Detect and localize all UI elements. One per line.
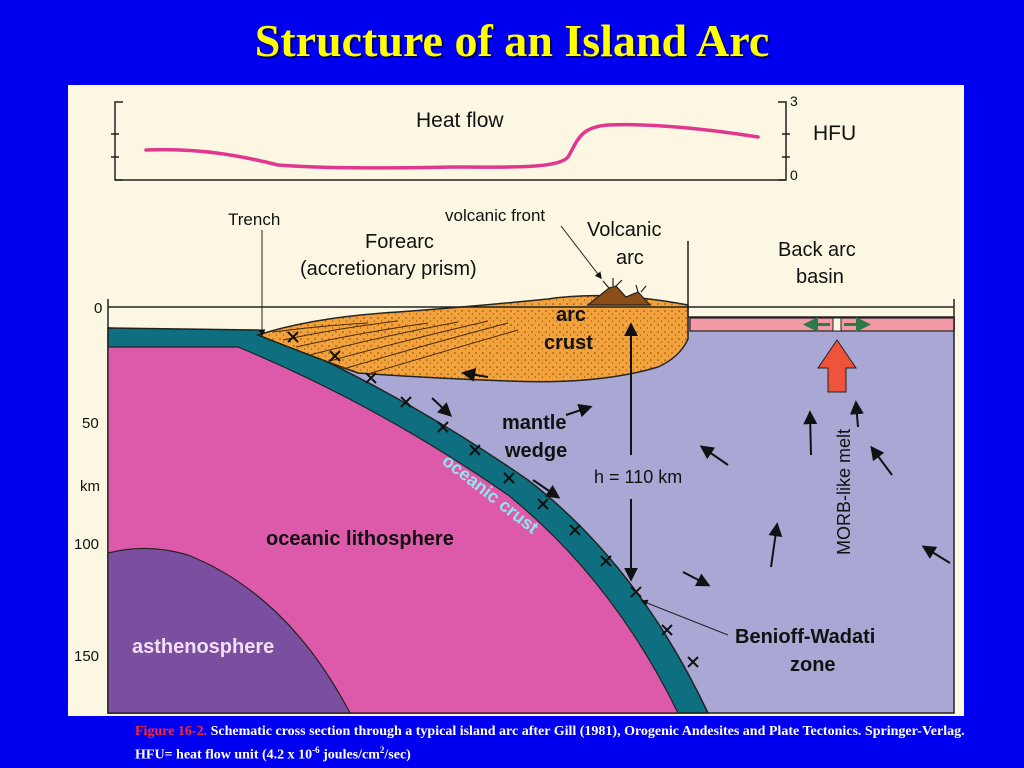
oceanic-lithosphere-label: oceanic lithosphere	[266, 528, 454, 550]
trench-label: Trench	[228, 210, 280, 229]
leader-lines	[258, 225, 729, 636]
figure-caption: Figure 16-2. Schematic cross section thr…	[135, 722, 965, 765]
figure-reference: Figure 16-2.	[135, 724, 208, 739]
depth-tick-50: 50	[82, 415, 99, 432]
back-arc-sublabel: basin	[796, 266, 844, 288]
depth-axis-unit: km	[80, 478, 100, 495]
depth-tick-0: 0	[94, 300, 102, 317]
caption-text-1: Schematic cross section through a typica…	[135, 724, 965, 763]
mantle-flow-arrows	[431, 367, 951, 587]
morb-melt-label: MORB-like melt	[834, 429, 854, 555]
heat-flow-scale-max: 3	[790, 93, 798, 109]
volcanic-arc-sublabel: arc	[616, 247, 644, 269]
caption-exponent-2: 2	[379, 745, 385, 755]
heat-flow-scale-min: 0	[790, 167, 798, 183]
depth-h-label: h = 110 km	[594, 467, 682, 487]
accretionary-prism-thrusts	[272, 320, 519, 375]
island-arc-diagram: Heat flow 3 0 HFU	[68, 85, 964, 716]
arc-crust-sublabel: crust	[544, 332, 593, 354]
morb-melt-arrow	[817, 339, 857, 393]
depth-tick-100: 100	[74, 536, 99, 553]
slide-title: Structure of an Island Arc	[254, 15, 770, 66]
heat-flow-title: Heat flow	[416, 109, 504, 132]
heat-flow-curve	[144, 122, 760, 170]
benioff-zone-sublabel: zone	[790, 654, 836, 676]
depth-axis: 0 50 km 100 150	[74, 300, 102, 665]
back-arc-label: Back arc	[778, 239, 856, 261]
caption-text-2: joules/cm	[319, 747, 380, 763]
volcanic-arc-label: Volcanic	[587, 219, 662, 241]
volcanoes	[586, 278, 652, 306]
benioff-zone-label: Benioff-Wadati	[735, 626, 875, 648]
heat-flow-panel: Heat flow 3 0 HFU	[111, 93, 856, 183]
arc-crust-label: arc	[556, 304, 586, 326]
forearc-sublabel: (accretionary prism)	[300, 258, 477, 280]
asthenosphere-label: asthenosphere	[132, 636, 274, 658]
caption-text-3: /sec)	[384, 747, 411, 763]
benioff-earthquakes	[287, 331, 699, 668]
volcanic-front-label: volcanic front	[445, 206, 545, 225]
surface-line	[107, 241, 955, 331]
caption-exponent-1: -6	[312, 745, 320, 755]
depth-tick-150: 150	[74, 648, 99, 665]
forearc-label: Forearc	[365, 231, 434, 253]
asthenosphere-region	[107, 547, 351, 714]
mantle-wedge-sublabel: wedge	[504, 440, 567, 462]
heat-flow-unit: HFU	[813, 122, 856, 145]
mantle-wedge-label: mantle	[502, 412, 566, 434]
